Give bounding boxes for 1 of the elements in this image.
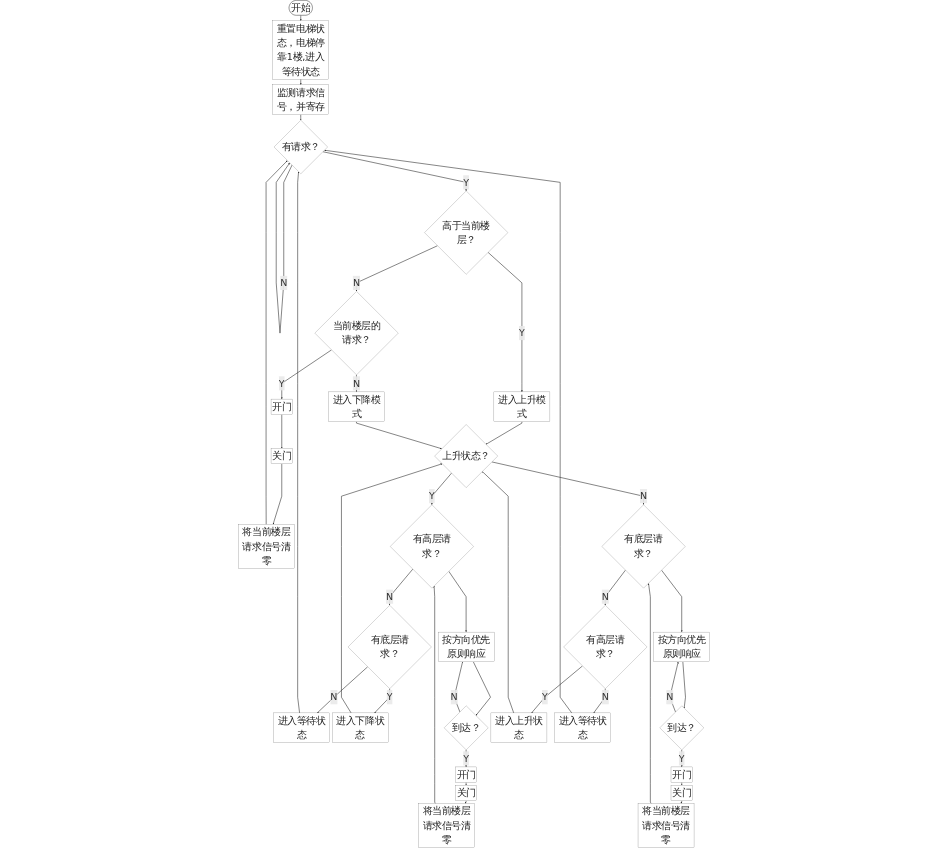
- arrow: [275, 162, 293, 334]
